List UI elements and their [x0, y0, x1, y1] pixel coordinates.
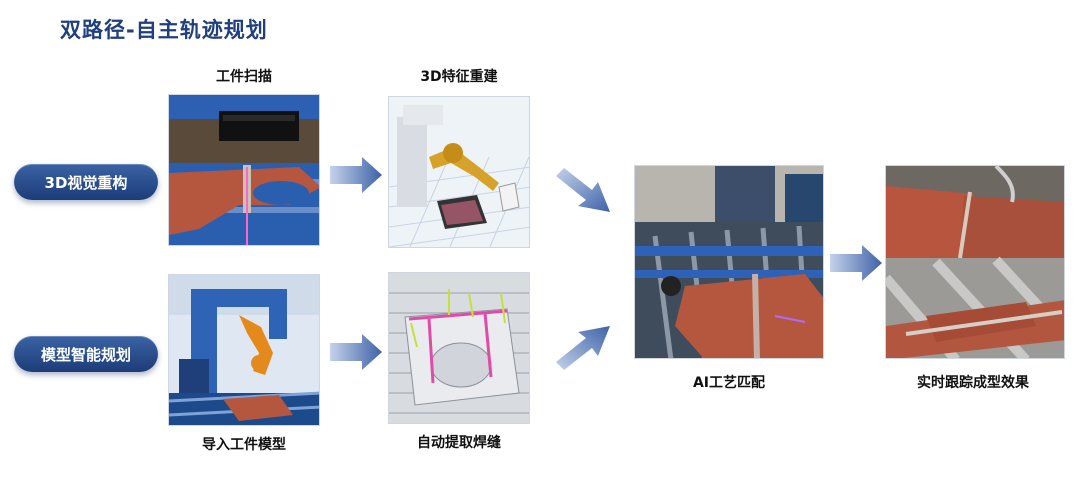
- arrow-up-right-icon: [556, 326, 610, 370]
- photo-workpiece-scan: [168, 94, 320, 246]
- label-scan: 工件扫描: [216, 69, 272, 85]
- path-3d-vision: 3D视觉重构: [14, 164, 158, 200]
- page-title: 双路径-自主轨迹规划: [60, 18, 268, 42]
- photo-3d-reconstruct: [388, 96, 530, 248]
- arrow-right-icon: [830, 245, 882, 281]
- photo-extract-seam: [388, 272, 530, 424]
- path-model-planning: 模型智能规划: [14, 336, 158, 372]
- label-import-model: 导入工件模型: [202, 437, 286, 453]
- photo-import-model: [168, 274, 320, 426]
- arrow-right-icon: [330, 334, 382, 370]
- photo-ai-match: [634, 165, 824, 359]
- photo-tracking-result: [885, 165, 1065, 359]
- label-extract-seam: 自动提取焊缝: [417, 435, 501, 451]
- label-ai-match: AI工艺匹配: [692, 375, 766, 391]
- label-tracking-result: 实时跟踪成型效果: [917, 375, 1029, 391]
- arrow-right-icon: [330, 157, 382, 193]
- label-reconstruct: 3D特征重建: [420, 69, 498, 85]
- arrow-down-right-icon: [556, 168, 610, 212]
